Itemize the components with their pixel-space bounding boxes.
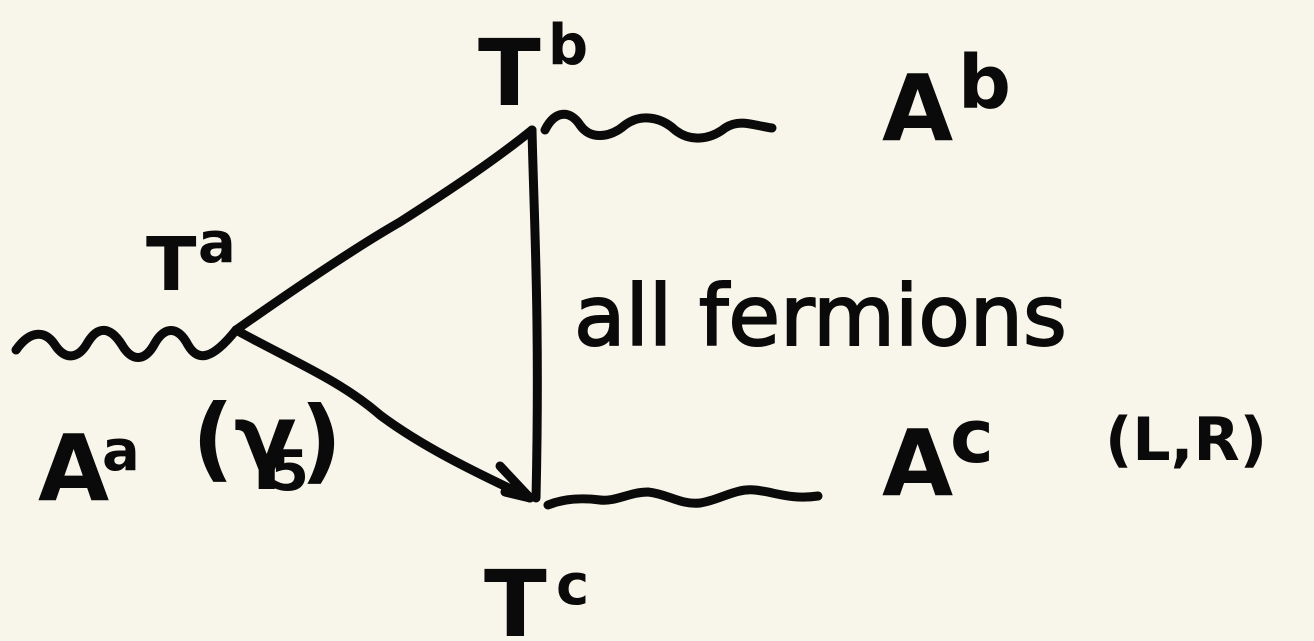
fermion-line-left-to-top <box>231 125 537 335</box>
label-a-a-note-close: ) <box>300 387 342 494</box>
label-loop-all-fermions: all fermions <box>574 267 1067 365</box>
label-t-a: T a <box>146 211 236 308</box>
label-a-b: A b <box>882 40 1011 162</box>
label-a-b-sup: b <box>958 40 1011 126</box>
label-t-c-base: T <box>484 551 547 641</box>
photon-line-c <box>543 485 823 510</box>
label-t-a-base: T <box>146 222 197 308</box>
label-t-c-sup: c <box>556 553 589 618</box>
label-t-a-sup: a <box>198 211 236 276</box>
label-chirality-note: (L,R) <box>1105 405 1267 475</box>
fermion-line-left-to-bottom <box>231 325 535 503</box>
label-t-c: T c <box>484 551 589 641</box>
label-a-a-sup: a <box>102 419 140 484</box>
label-a-c-base: A <box>882 410 953 517</box>
label-a-a: A a (γ 5 ) <box>38 385 342 522</box>
label-a-a-note-sub: 5 <box>270 439 309 504</box>
photon-line-a <box>11 325 241 362</box>
label-a-a-note: (γ <box>192 385 297 492</box>
label-t-b-sup: b <box>548 13 588 78</box>
label-a-b-base: A <box>882 55 953 162</box>
photon-line-b <box>540 109 777 143</box>
fermion-arrow-head <box>495 461 535 503</box>
fermion-line-top-to-bottom <box>527 125 542 503</box>
label-a-a-base: A <box>38 415 109 522</box>
label-t-b-base: T <box>478 20 541 127</box>
label-a-c: A c (L,R) <box>882 394 1267 517</box>
label-a-c-sup: c <box>950 394 994 480</box>
label-t-b: T b <box>478 13 588 127</box>
